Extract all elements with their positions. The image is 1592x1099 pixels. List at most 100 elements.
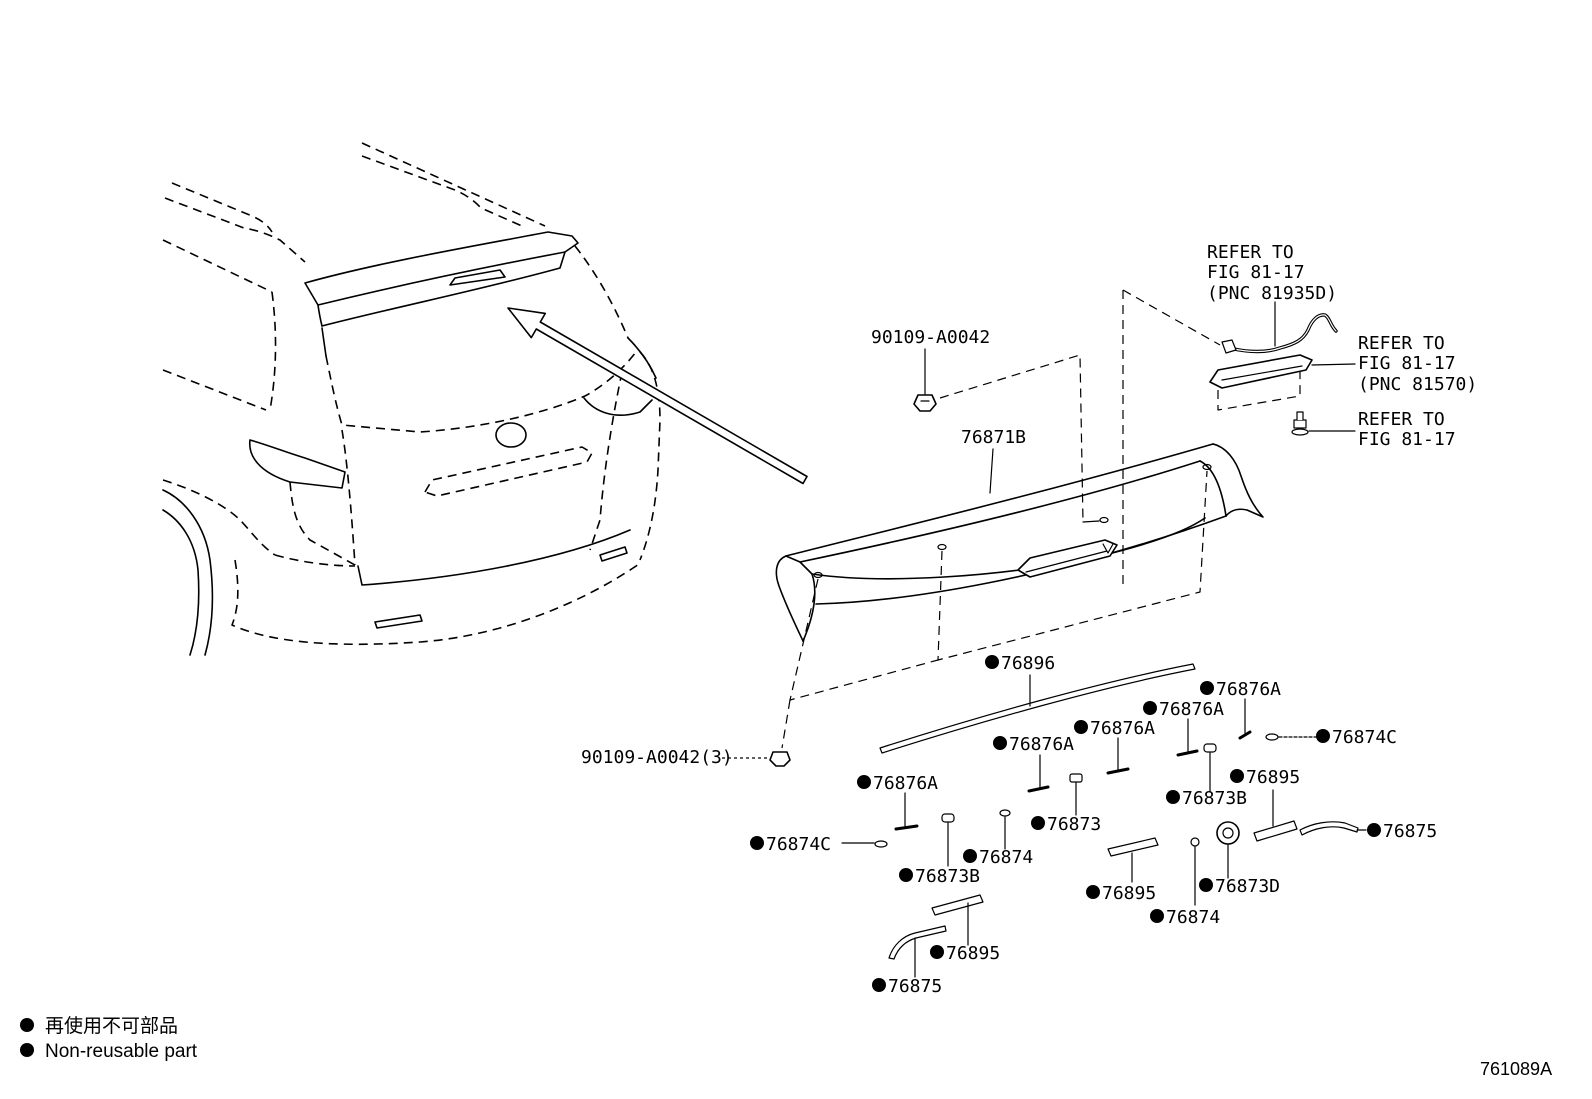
callout: 76876A <box>1200 679 1281 700</box>
grommet-76874-icon <box>1190 837 1200 847</box>
grommet-76874C-icon <box>874 840 888 848</box>
spoiler-crease <box>799 460 1201 563</box>
reflector-right <box>599 546 628 562</box>
molding-strip <box>879 663 1196 754</box>
non-reusable-bullet-icon <box>1143 701 1157 715</box>
spoiler-left-cap <box>775 555 804 642</box>
callout: 76876A <box>1143 699 1224 720</box>
callout: 90109-A0042(3) <box>581 747 733 768</box>
part-number-label: 76874 <box>1166 907 1220 928</box>
non-reusable-bullet-icon <box>1086 885 1100 899</box>
callout: 76873B <box>1166 788 1247 809</box>
roof-rail-line <box>361 155 523 227</box>
part-number-label: 76876A <box>1159 699 1224 720</box>
part-number-label: 90109-A0042 <box>871 327 990 348</box>
stop-lamp-assembly <box>1209 301 1356 436</box>
callout: 76874 <box>1150 907 1220 928</box>
bumper-side-line <box>274 554 356 567</box>
spoiler-right-end-inner <box>1199 460 1227 517</box>
non-reusable-bullet-icon <box>985 655 999 669</box>
reference-line: (PNC 81935D) <box>1207 283 1337 304</box>
locating-mark-icon <box>1102 543 1114 554</box>
emblem <box>495 422 527 448</box>
pin-base <box>1176 749 1199 757</box>
pin-base <box>1238 730 1252 740</box>
rear-glass-right-edge <box>574 245 629 339</box>
part-number-label: 76876A <box>1090 718 1155 739</box>
wire-harness-inner <box>1233 314 1337 353</box>
reference-line: (PNC 81570) <box>1358 374 1477 395</box>
clip-76873B-icon <box>941 813 955 823</box>
non-reusable-bullet-icon <box>1200 681 1214 695</box>
part-number-label: 76895 <box>1246 767 1300 788</box>
callout: 76873B <box>899 866 980 887</box>
part-number-label: 76876A <box>1216 679 1281 700</box>
spoiler-brake-light-slot-inner <box>1025 550 1108 573</box>
pin-base <box>894 824 919 831</box>
vehicle-spoiler-top <box>304 231 579 306</box>
callout: 76895 <box>1086 883 1156 904</box>
callout: 76876A <box>857 773 938 794</box>
tailgate-left-edge <box>341 429 356 566</box>
clip-90109-A0042 <box>913 348 937 412</box>
spoiler-body-fill <box>776 444 1263 641</box>
non-reusable-bullet-icon <box>930 945 944 959</box>
reference-line: FIG 81-17 <box>1358 353 1456 374</box>
part-number-label: 76874 <box>979 847 1033 868</box>
connector-icon <box>1221 339 1237 354</box>
callout: 76871B <box>961 427 1026 448</box>
leader-line <box>1311 363 1356 366</box>
callout: 76875 <box>872 976 942 997</box>
tape-76875-icon <box>888 925 947 960</box>
part-number-label: 76873D <box>1215 876 1280 897</box>
non-reusable-bullet-icon <box>1166 790 1180 804</box>
callout: 90109-A0042 <box>871 327 990 348</box>
part-number-label: 76875 <box>888 976 942 997</box>
part-number-label: 76895 <box>946 943 1000 964</box>
legend-label-ja: 再使用不可部品 <box>45 1015 178 1037</box>
callout: 76874C <box>750 834 831 855</box>
reference-line: FIG 81-17 <box>1358 429 1456 450</box>
side-window-top <box>162 239 273 293</box>
part-number-label: 76873B <box>915 866 980 887</box>
license-garnish <box>424 446 593 497</box>
non-reusable-bullet-icon <box>899 868 913 882</box>
spoiler-top-edge <box>785 443 1214 557</box>
callout: 76873 <box>1031 814 1101 835</box>
tape-76875-icon <box>1299 821 1359 836</box>
bumper-lower <box>231 559 643 646</box>
part-number-label: 76875 <box>1383 821 1437 842</box>
rear-glass-left-edge <box>321 327 327 357</box>
vehicle-brake-light <box>449 269 506 286</box>
reference-line: REFER TO <box>1358 333 1445 354</box>
part-number-label: 76876A <box>873 773 938 794</box>
spoiler-mount-hole <box>1202 463 1212 471</box>
tailgate-lower-edge <box>357 529 631 586</box>
spoiler-lower-edge <box>815 515 1227 605</box>
tail-light-left <box>248 439 346 489</box>
install-line <box>1217 372 1301 411</box>
leader-line <box>989 448 994 494</box>
reference-line: REFER TO <box>1207 242 1294 263</box>
install-line <box>939 354 1084 523</box>
washer-76873D-hole <box>1222 827 1234 839</box>
non-reusable-bullet-icon <box>963 849 977 863</box>
non-reusable-bullet-icon <box>1199 878 1213 892</box>
part-number-label: 76895 <box>1102 883 1156 904</box>
part-number-label: 76873B <box>1182 788 1247 809</box>
side-window-bottom <box>162 369 267 411</box>
grommet-76874-icon <box>999 809 1011 817</box>
clip-76873-icon <box>1069 773 1083 783</box>
vehicle-spoiler-face <box>317 251 566 327</box>
reference-note-bolt: REFER TO FIG 81-17 <box>1358 409 1456 450</box>
reference-line: FIG 81-17 <box>1207 262 1305 283</box>
rear-spoiler <box>775 443 1264 642</box>
bolt-washer <box>1291 428 1309 436</box>
clip-nut-icon <box>769 751 791 767</box>
non-reusable-bullet-icon <box>1031 816 1045 830</box>
non-reusable-bullet-icon <box>1150 909 1164 923</box>
legend-bullet-icon <box>20 1043 34 1057</box>
pins <box>894 698 1252 831</box>
legend-label-en: Non-reusable part <box>45 1041 198 1062</box>
spoiler-right-end <box>1212 443 1264 518</box>
